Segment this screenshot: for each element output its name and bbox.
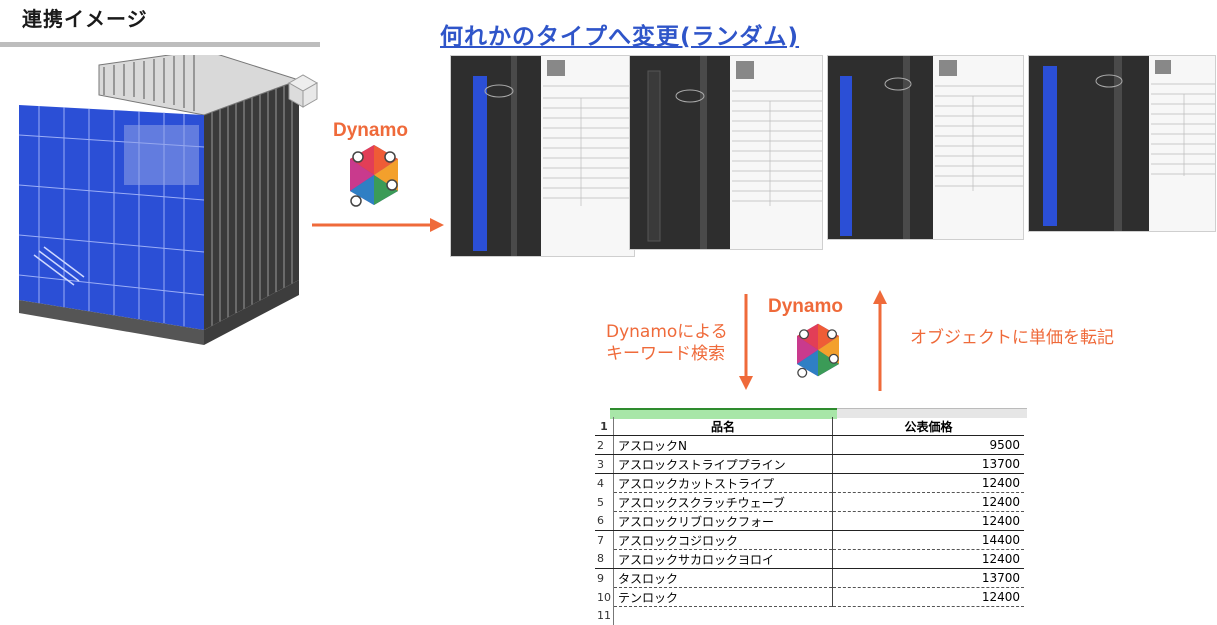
price-cell: 13700 [833,569,1025,588]
table-row: 6 アスロックリブロックフォー 12400 [595,512,1024,531]
table-row: 5 アスロックスクラッチウェーブ 12400 [595,493,1024,512]
table-row-empty: 11 [595,607,1024,625]
table-row: 10 テンロック 12400 [595,588,1024,607]
column-header-name: 品名 [614,417,833,436]
row-number: 4 [595,474,614,493]
dynamo-logo-icon [795,322,841,378]
dynamo-label-left: Dynamo [333,120,408,142]
row-number: 5 [595,493,614,512]
right-arrow-icon [310,215,445,235]
table-row: 4 アスロックカットストライプ 12400 [595,474,1024,493]
product-name-cell: アスロックスクラッチウェーブ [614,493,833,512]
revit-screenshot-1 [450,55,635,257]
up-arrow-icon [870,288,890,393]
product-name-cell: アスロックコジロック [614,531,833,550]
price-cell: 12400 [833,550,1025,569]
product-name-cell: アスロックストライププライン [614,455,833,474]
product-name-cell: テンロック [614,588,833,607]
table-row: 8 アスロックサカロックヨロイ 12400 [595,550,1024,569]
price-cell: 12400 [833,588,1025,607]
price-cell: 12400 [833,493,1025,512]
price-cell: 12400 [833,474,1025,493]
price-spreadsheet: 1 品名 公表価格 2 アスロックN 9500 3 アスロックストライププライン… [595,408,1035,621]
page-title: 連携イメージ [22,3,148,32]
product-name-cell: アスロックリブロックフォー [614,512,833,531]
revit-screenshot-2 [629,55,823,250]
row-number: 8 [595,550,614,569]
table-row: 9 タスロック 13700 [595,569,1024,588]
row-number: 11 [595,607,614,625]
price-cell: 12400 [833,512,1025,531]
row-number: 1 [595,417,614,436]
table-row: 7 アスロックコジロック 14400 [595,531,1024,550]
price-cell: 13700 [833,455,1025,474]
row-number: 2 [595,436,614,455]
revit-screenshot-3 [827,55,1024,240]
product-name-cell: タスロック [614,569,833,588]
header-divider [0,42,320,47]
dynamo-logo-icon [348,143,400,207]
dynamo-label-mid: Dynamo [768,296,843,318]
random-change-title: 何れかのタイプへ変更(ランダム) [440,17,799,51]
price-cell: 14400 [833,531,1025,550]
price-cell: 9500 [833,436,1025,455]
keyword-search-line1: Dynamoによる [606,321,728,343]
keyword-search-line2: キーワード検索 [606,343,728,365]
table-row: 3 アスロックストライププライン 13700 [595,455,1024,474]
table-header-row: 1 品名 公表価格 [595,417,1024,436]
table-row: 2 アスロックN 9500 [595,436,1024,455]
row-number: 9 [595,569,614,588]
product-name-cell: アスロックN [614,436,833,455]
keyword-search-label: Dynamoによる キーワード検索 [606,321,728,365]
revit-screenshot-4 [1028,55,1216,232]
row-number: 7 [595,531,614,550]
down-arrow-icon [736,292,756,392]
column-header-price: 公表価格 [833,417,1025,436]
row-number: 10 [595,588,614,607]
product-name-cell: アスロックサカロックヨロイ [614,550,833,569]
building-model-illustration [14,55,324,345]
row-number: 6 [595,512,614,531]
product-name-cell: アスロックカットストライプ [614,474,833,493]
post-to-object-label: オブジェクトに単価を転記 [910,327,1114,349]
row-number: 3 [595,455,614,474]
